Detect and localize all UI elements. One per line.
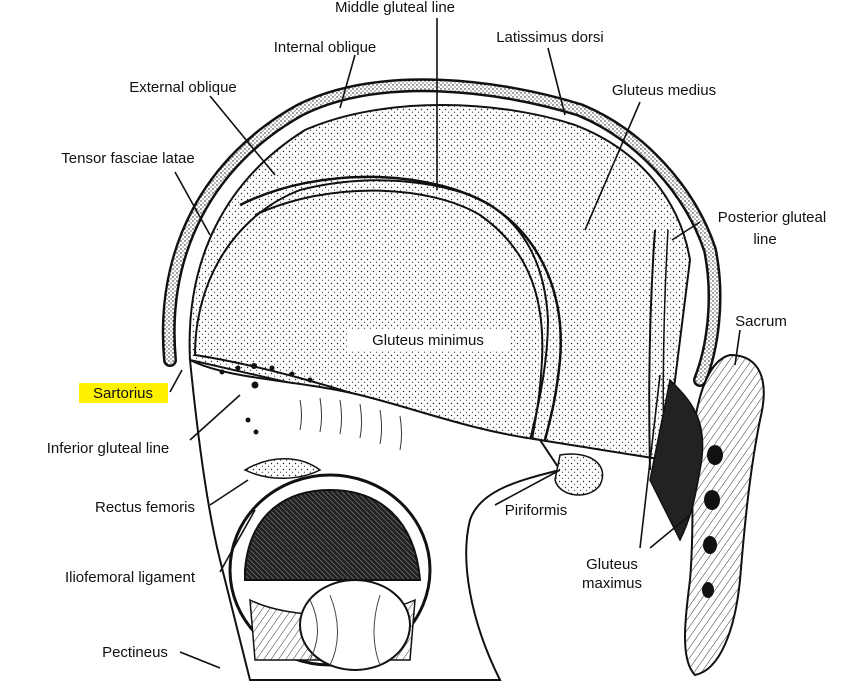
label-internal-oblique: Internal oblique xyxy=(274,39,377,56)
label-middle-gluteal-line: Middle gluteal line xyxy=(335,0,455,16)
sacrum xyxy=(649,353,765,677)
label-gluteus-minimus: Gluteus minimus xyxy=(372,332,484,349)
label-piriformis: Piriformis xyxy=(505,502,568,519)
label-rectus-femoris: Rectus femoris xyxy=(95,499,195,516)
leader-lines xyxy=(169,18,741,669)
label-sacrum: Sacrum xyxy=(735,313,787,330)
label-gluteus-maximus-2: maximus xyxy=(582,575,642,592)
label-gluteus-medius: Gluteus medius xyxy=(612,82,716,99)
label-inferior-gluteal-line: Inferior gluteal line xyxy=(47,440,170,457)
label-pectineus: Pectineus xyxy=(102,644,168,661)
sartorius-highlight xyxy=(79,383,168,403)
label-gluteus-maximus-1: Gluteus xyxy=(586,556,638,573)
rectus-femoris-area xyxy=(243,458,322,479)
label-posterior-gluteal-line-1: Posterior gluteal xyxy=(718,209,826,226)
label-iliofemoral-ligament: Iliofemoral ligament xyxy=(65,569,196,586)
piriformis-area xyxy=(554,453,604,496)
label-sartorius: Sartorius xyxy=(93,385,153,402)
label-posterior-gluteal-line-2: line xyxy=(753,231,776,248)
label-external-oblique: External oblique xyxy=(129,79,237,96)
gluteus-minimus-label-bg xyxy=(348,330,510,350)
label-tensor-fasciae-latae: Tensor fasciae latae xyxy=(61,150,194,167)
acetabulum xyxy=(228,473,432,671)
label-latissimus-dorsi: Latissimus dorsi xyxy=(496,29,604,46)
